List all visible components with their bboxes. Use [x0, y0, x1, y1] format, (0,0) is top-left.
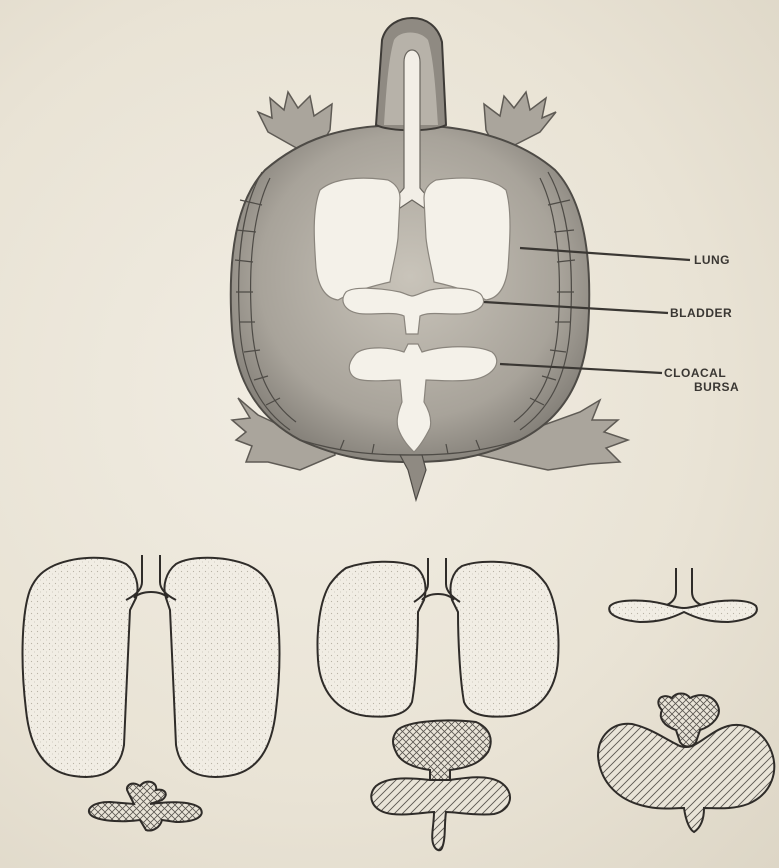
stage2-lung-right: [450, 562, 558, 717]
stage1-lung-right: [164, 558, 279, 777]
stage-diagram-1: [23, 555, 280, 831]
label-bladder: BLADDER: [670, 306, 732, 320]
label-bladder-text: BLADDER: [670, 306, 732, 320]
label-lung-text: LUNG: [694, 253, 730, 267]
stage3-trachea: [664, 568, 704, 606]
stage-diagram-2: [318, 558, 559, 850]
stage2-bladder: [393, 720, 491, 780]
label-cloacal-line2: BURSA: [664, 380, 739, 394]
turtle-illustration: [231, 18, 628, 500]
label-lung: LUNG: [694, 253, 730, 267]
label-cloacal-line1: CLOACAL: [664, 366, 739, 380]
lung-left: [314, 178, 400, 300]
turtle-tail: [400, 455, 426, 500]
stage1-lung-left: [23, 558, 138, 777]
stage3-lung-pair: [609, 601, 757, 623]
label-cloacal-bursa: CLOACAL BURSA: [664, 366, 739, 394]
stage1-bladder-bursa: [89, 782, 202, 831]
stage-diagram-3: [598, 568, 774, 832]
stage2-lung-left: [318, 562, 426, 717]
stage2-cloacal-bursa: [371, 777, 510, 850]
lung-right: [424, 178, 510, 300]
